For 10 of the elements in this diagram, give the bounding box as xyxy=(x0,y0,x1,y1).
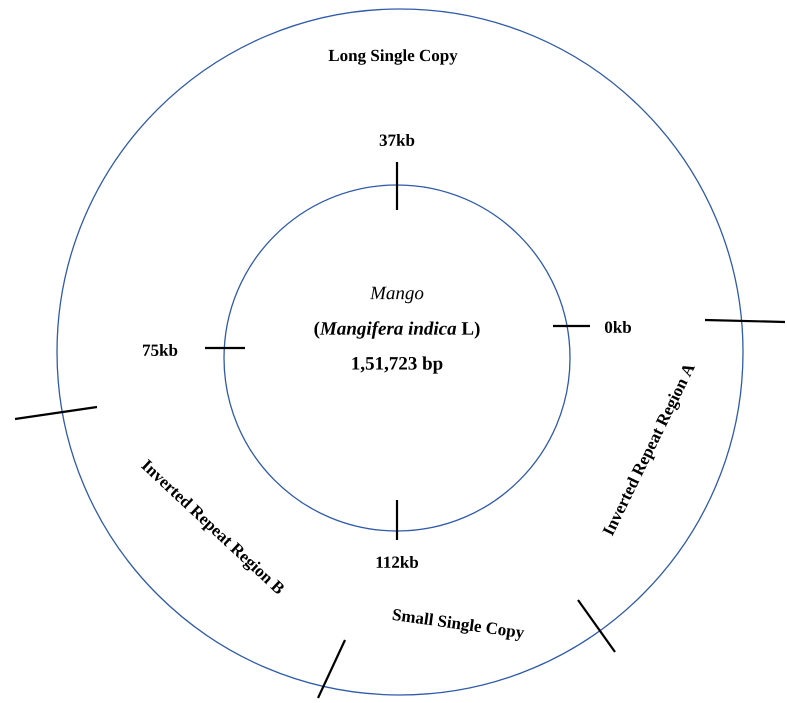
position-label: 0kb xyxy=(604,321,632,333)
genome-label: Mango xyxy=(370,286,424,304)
region-label: Long Single Copy xyxy=(328,49,458,65)
position-label: 37kb xyxy=(380,134,414,146)
position-label: 75kb xyxy=(143,344,178,356)
genome-circle xyxy=(56,8,744,696)
region-label: Small Single Copy xyxy=(392,609,524,641)
genome-label: 1,51,723 bp xyxy=(352,356,442,374)
position-label: 112kb xyxy=(376,556,418,568)
genome-label: (Mangifera indica L) xyxy=(314,321,480,339)
